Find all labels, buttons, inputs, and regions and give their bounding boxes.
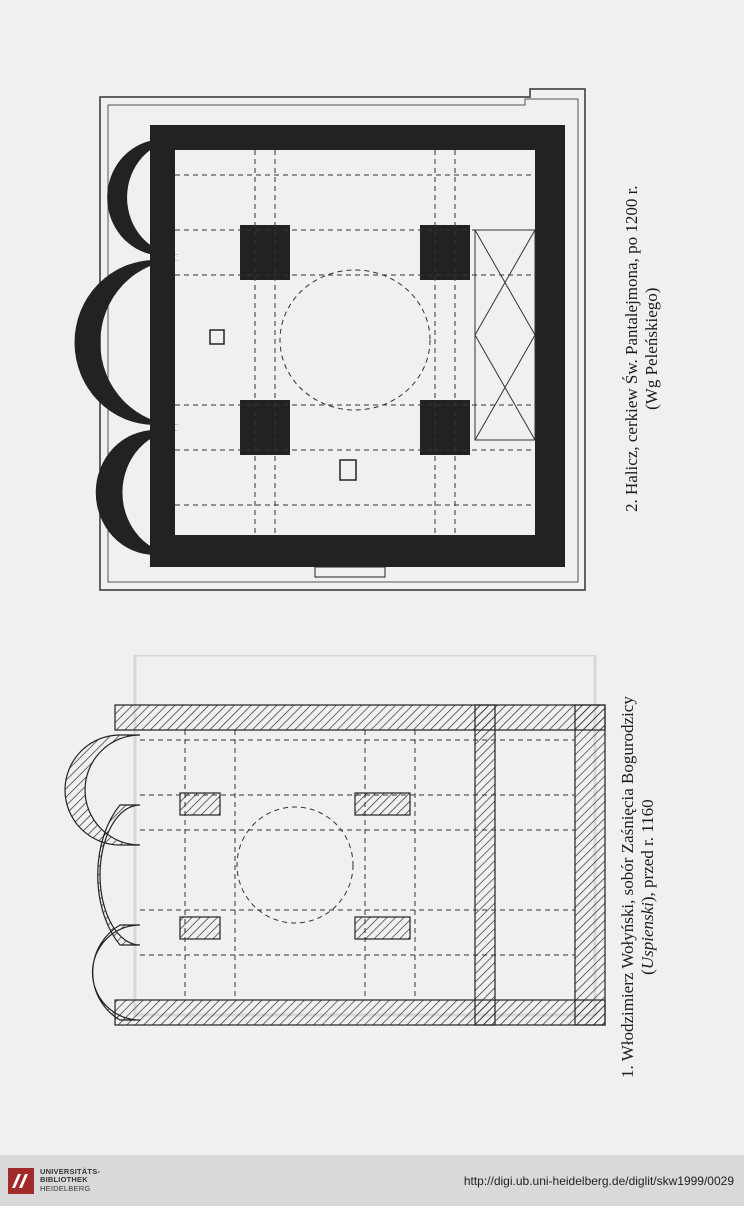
library-logo-icon	[8, 1167, 34, 1194]
source-url-link[interactable]: http://digi.ub.uni-heidelberg.de/diglit/…	[463, 1173, 734, 1188]
wlodzimierz-caption: 1. Włodzimierz Wołyński, sobór Zaśnięcia…	[618, 696, 658, 1078]
halicz-caption-line1: 2. Halicz, cerkiew Św. Pantalejmona, po …	[622, 185, 641, 512]
wlodzimierz-caption-line2: (Uspienski), przed r. 1160	[638, 799, 657, 975]
halicz-caption-line2: (Wg Peleńskiego)	[642, 287, 661, 410]
library-footer: UNIVERSITÄTS- BIBLIOTHEK HEIDELBERG http…	[0, 1155, 744, 1206]
library-logo[interactable]: UNIVERSITÄTS- BIBLIOTHEK HEIDELBERG	[8, 1166, 101, 1194]
halicz-church-plan	[60, 85, 600, 605]
library-name: UNIVERSITÄTS- BIBLIOTHEK HEIDELBERG	[40, 1166, 101, 1193]
wlodzimierz-caption-line1: 1. Włodzimierz Wołyński, sobór Zaśnięcia…	[618, 696, 637, 1078]
halicz-caption: 2. Halicz, cerkiew Św. Pantalejmona, po …	[622, 185, 662, 512]
wlodzimierz-church-plan	[55, 655, 615, 1045]
scanned-page: 2. Halicz, cerkiew Św. Pantalejmona, po …	[55, 85, 662, 1078]
wlodzimierz-caption-author: Uspienski	[638, 902, 657, 970]
